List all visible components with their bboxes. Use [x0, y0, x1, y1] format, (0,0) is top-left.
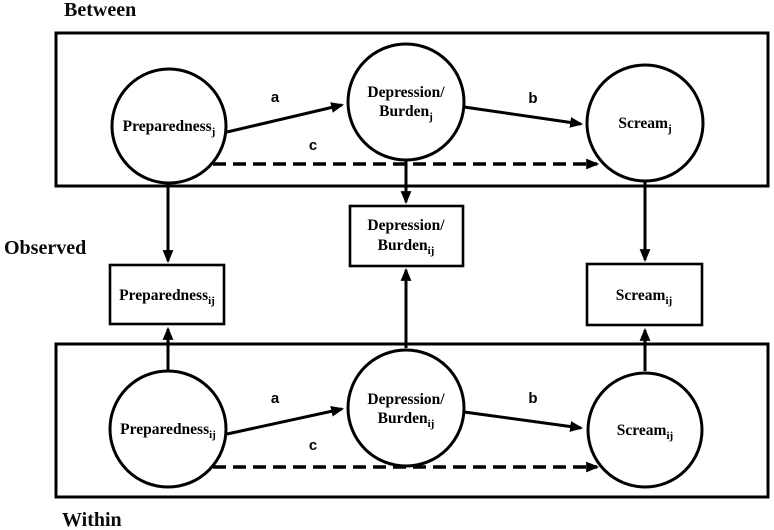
between-scream-text: Scream — [618, 115, 668, 132]
between-preparedness-text: Preparedness — [123, 118, 212, 135]
observed-scream-box — [585, 262, 704, 327]
between-path-a-label: a — [271, 89, 280, 106]
within-path-a-arrow — [226, 406, 345, 436]
between-path-a-arrow — [226, 102, 345, 134]
between-scream-label: Screamj — [618, 115, 671, 135]
observed-depression-burden-box — [348, 204, 465, 268]
within-preparedness-subscript: ij — [209, 429, 216, 441]
between-preparedness-label: Preparednessj — [123, 118, 216, 138]
between-preparedness-node — [110, 67, 228, 185]
within-depression-label: Depression/Burdenij — [367, 391, 445, 430]
within-scream-label: Screamij — [617, 422, 673, 442]
observed-preparedness-label: Preparednessij — [119, 287, 215, 307]
within-preparedness-text: Preparedness — [120, 421, 209, 438]
between-depression-burden-node — [346, 42, 466, 162]
between-path-b-label: b — [528, 90, 537, 107]
within-depression-line2: Burden — [378, 410, 428, 427]
between-depression-line1: Depression/ — [367, 84, 445, 101]
between-preparedness-subscript: j — [211, 126, 216, 138]
observed-depression-subscript: ij — [428, 245, 435, 257]
between-section-label: Between — [64, 0, 136, 21]
within-scream-text: Scream — [617, 422, 667, 439]
observed-preparedness-text: Preparedness — [119, 287, 208, 304]
within-scream-subscript: ij — [666, 430, 673, 442]
observed-section-label: Observed — [4, 237, 86, 259]
within-depression-burden-node — [346, 348, 466, 468]
between-depression-subscript: j — [428, 111, 433, 123]
observed-depression-line1: Depression/ — [367, 217, 445, 234]
within-path-b-label: b — [528, 390, 537, 407]
between-path-c-label: c — [309, 137, 317, 154]
within-path-a-label: a — [271, 390, 280, 407]
observed-depression-label: Depression/Burdenij — [367, 217, 445, 257]
observed-depression-line2: Burden — [378, 237, 428, 254]
within-depression-line1: Depression/ — [367, 391, 445, 408]
within-depression-subscript: ij — [428, 418, 435, 430]
observed-scream-subscript: ij — [665, 295, 672, 307]
within-path-c-label: c — [309, 437, 317, 454]
observed-scream-label: Screamij — [616, 287, 672, 307]
between-scream-subscript: j — [667, 123, 672, 135]
within-scream-node — [586, 371, 704, 489]
observed-preparedness-subscript: ij — [208, 295, 215, 307]
observed-scream-text: Scream — [616, 287, 666, 304]
between-depression-label: Depression/Burdenj — [367, 84, 445, 123]
within-section-label: Within — [62, 509, 122, 530]
within-preparedness-node — [108, 369, 228, 489]
within-preparedness-label: Preparednessij — [120, 421, 216, 441]
within-path-b-arrow — [463, 410, 584, 432]
between-depression-line2: Burden — [379, 103, 429, 120]
between-path-b-arrow — [463, 105, 584, 128]
observed-preparedness-box — [108, 263, 226, 326]
between-scream-node — [585, 63, 705, 183]
